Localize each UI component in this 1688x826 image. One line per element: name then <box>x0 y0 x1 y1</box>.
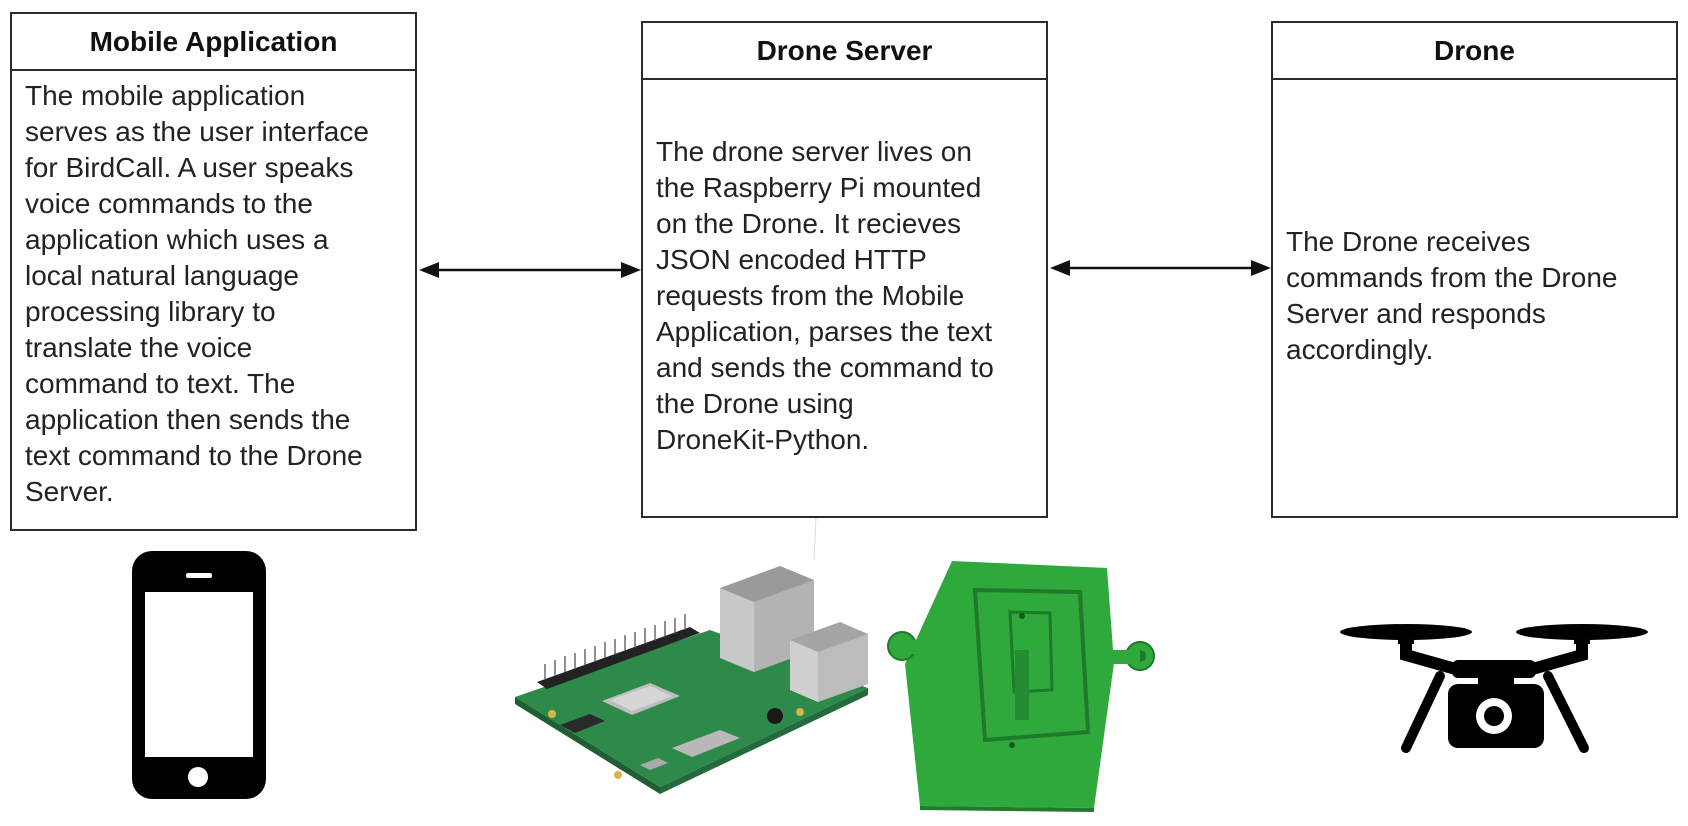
mobile-application-box: Mobile Application The mobile applicatio… <box>10 12 417 531</box>
connector-mobile-server <box>419 262 641 278</box>
drone-description: The Drone receives commands from the Dro… <box>1286 226 1618 365</box>
drone-server-title: Drone Server <box>643 23 1046 80</box>
drone-server-description: The drone server lives on the Raspberry … <box>656 136 994 455</box>
mobile-application-description: The mobile application serves as the use… <box>25 80 369 507</box>
mobile-application-title: Mobile Application <box>12 14 415 71</box>
drone-box: Drone The Drone receives commands from t… <box>1271 21 1678 518</box>
drone-title: Drone <box>1273 23 1676 80</box>
connector-server-drone <box>1050 260 1271 276</box>
drone-server-box: Drone Server The drone server lives on t… <box>641 21 1048 518</box>
